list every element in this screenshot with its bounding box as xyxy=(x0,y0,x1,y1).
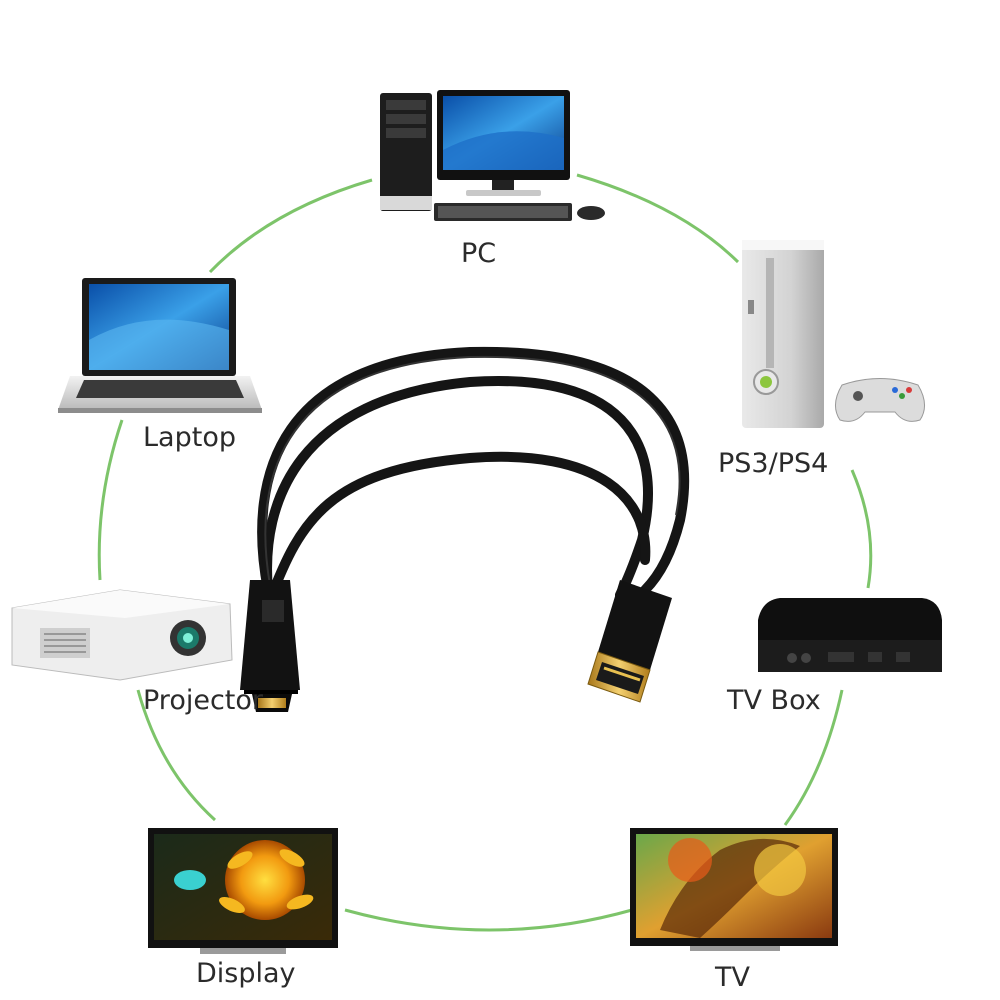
display-label: Display xyxy=(196,958,296,989)
game-console-icon xyxy=(742,240,925,428)
hdmi-extension-cable-icon xyxy=(240,346,690,712)
tvbox-label: TV Box xyxy=(727,685,821,716)
tv-label: TV xyxy=(715,962,750,993)
pc-label: PC xyxy=(461,238,497,269)
connection-ring xyxy=(97,173,873,932)
television-icon xyxy=(630,828,838,951)
laptop-label: Laptop xyxy=(143,422,236,453)
tv-box-icon xyxy=(758,598,942,672)
ps-label: PS3/PS4 xyxy=(718,448,829,479)
monitor-icon xyxy=(148,828,338,954)
projector-label: Projector xyxy=(143,685,263,716)
projector-icon xyxy=(11,589,233,681)
cropped-heading xyxy=(150,0,830,8)
laptop-icon xyxy=(58,278,262,413)
desktop-computer-icon xyxy=(380,90,605,221)
